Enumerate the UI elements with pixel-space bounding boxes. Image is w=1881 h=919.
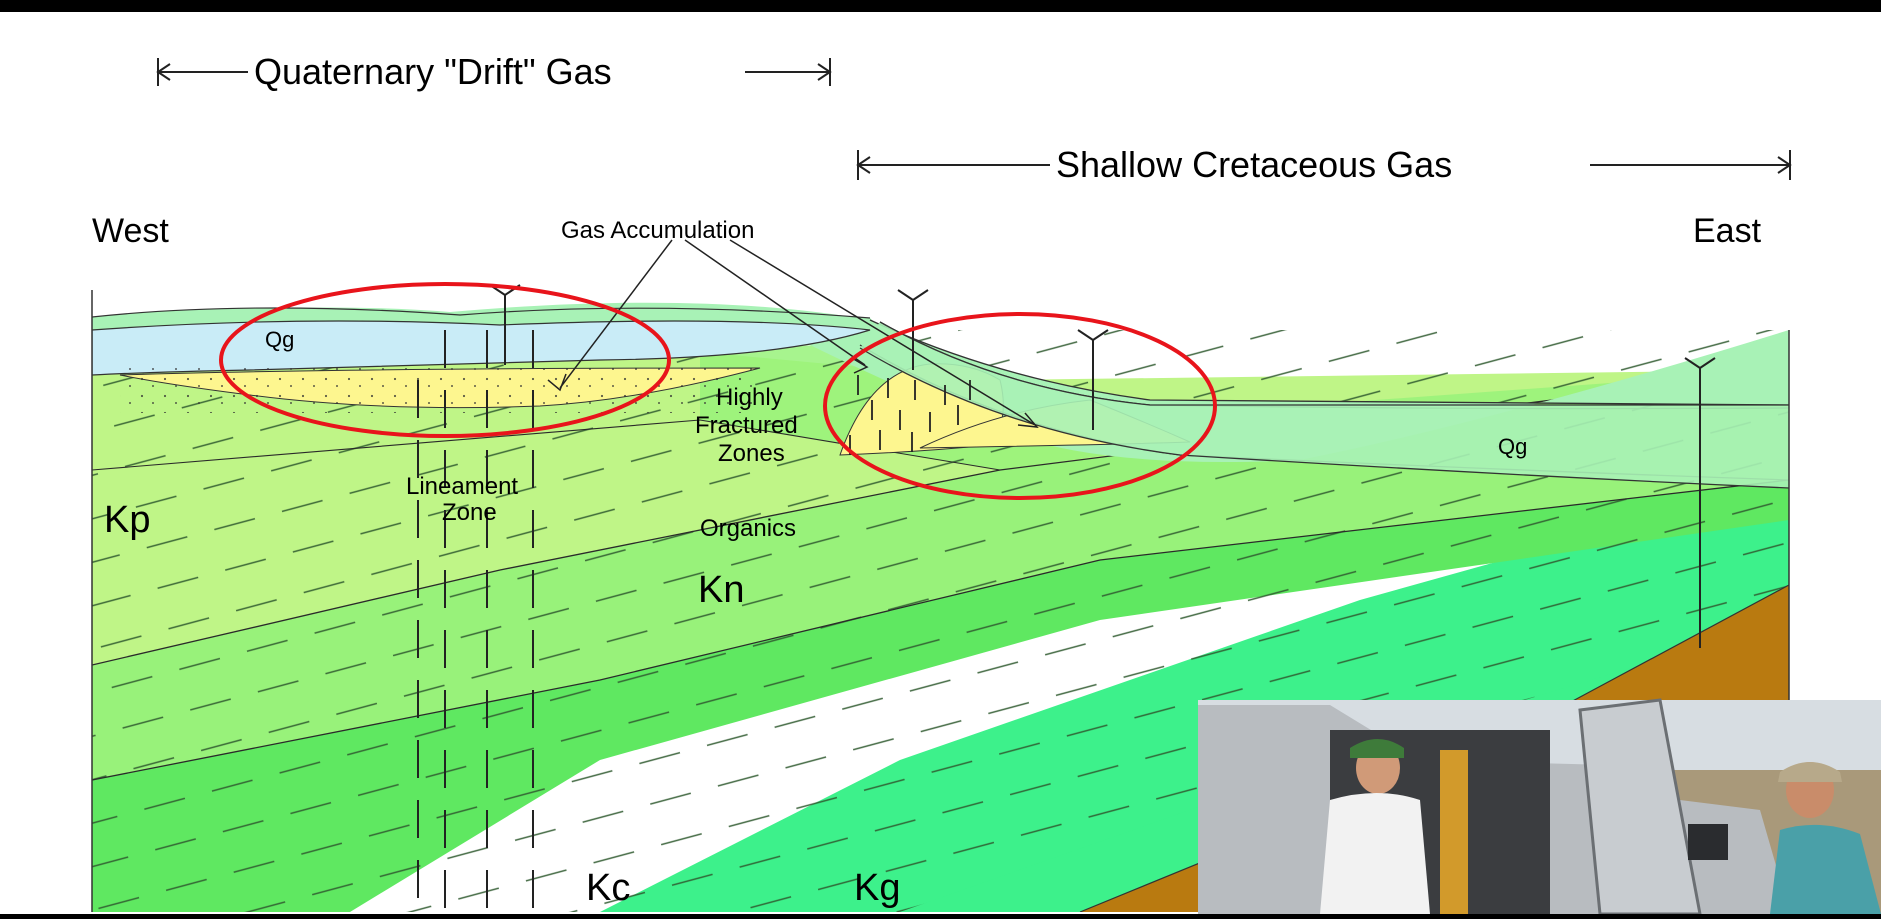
quaternary-gas-label: Quaternary "Drift" Gas [254,51,612,92]
gas-accumulation-label: Gas Accumulation [561,217,754,244]
lineament-label: Lineament [406,473,518,500]
organics-label: Organics [700,515,796,542]
cretaceous-gas-label: Shallow Cretaceous Gas [1056,144,1452,185]
highlight-ellipse-east [823,312,1217,500]
qg-drift-west [92,307,880,330]
video-inset [1198,698,1881,916]
highly-label: Highly [716,384,783,411]
kn-label: Kn [698,569,744,611]
zones-label: Zones [718,440,785,467]
kp-label: Kp [104,499,150,541]
person-left [1320,793,1430,914]
zone-label: Zone [442,499,497,526]
lineament-zone [417,330,534,912]
qg-west-label: Qg [265,327,294,352]
kg-label: Kg [854,867,900,909]
wells [489,284,1716,648]
fractured-label: Fractured [695,412,798,439]
kc-label: Kc [586,867,630,909]
west-label: West [92,212,169,250]
east-label: East [1693,212,1762,250]
highlight-ellipse-west [219,282,671,438]
qg-east-label: Qg [1498,434,1527,459]
person-right [1770,824,1881,914]
